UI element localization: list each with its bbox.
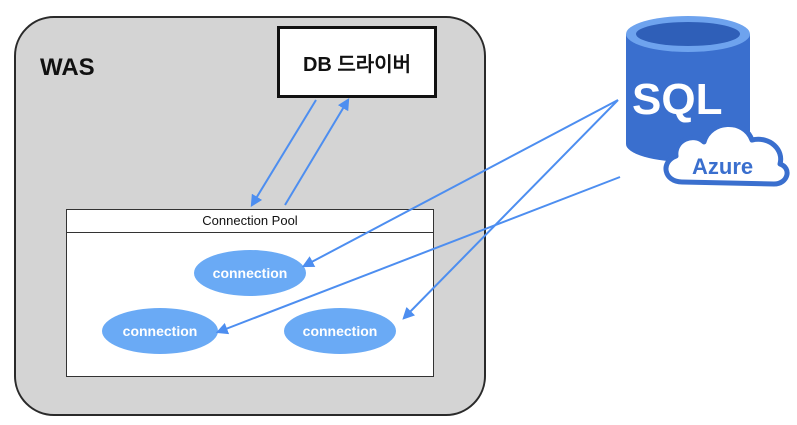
- azure-sql-database-icon: SQL Azure: [626, 16, 790, 187]
- arrow-pool-to-driver: [284, 97, 350, 206]
- arrow-db-to-connection-left: [215, 176, 621, 335]
- connection-node-left: connection: [102, 308, 218, 354]
- connection-label: connection: [212, 265, 288, 281]
- connection-node-right: connection: [284, 308, 396, 354]
- arrow-driver-to-pool: [250, 99, 317, 208]
- connection-label: connection: [302, 323, 378, 339]
- connection-label: connection: [122, 323, 198, 339]
- arrow-db-to-connection-right: [402, 99, 619, 320]
- arrow-db-to-connection-top: [301, 99, 619, 268]
- db-driver-label: DB 드라이버: [302, 53, 412, 76]
- sql-label: SQL: [632, 75, 722, 124]
- was-label: WAS: [40, 54, 95, 81]
- connection-node-top: connection: [194, 250, 306, 296]
- azure-label: Azure: [692, 154, 753, 179]
- connection-pool-title: Connection Pool: [67, 210, 433, 233]
- db-driver-box: DB 드라이버: [277, 26, 437, 98]
